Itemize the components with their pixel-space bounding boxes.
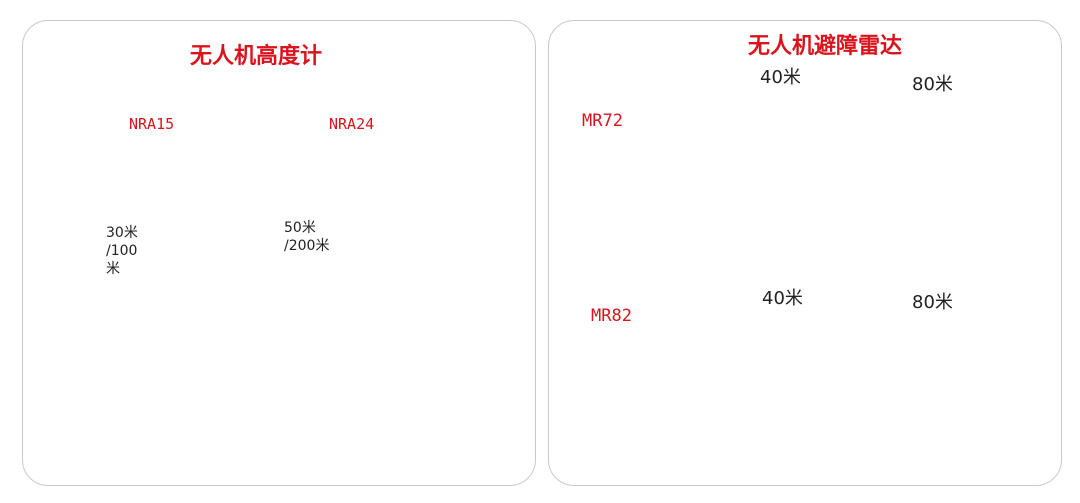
mr72-near-range: 40米: [760, 67, 801, 88]
nra24-label: NRA24: [329, 115, 375, 133]
obstacle-radar-panel: [548, 20, 1062, 486]
nra15-label: NRA15: [129, 115, 175, 133]
nra24-range-label: 50米 /200米: [284, 220, 330, 254]
altimeter-title: 无人机高度计: [190, 44, 323, 69]
mr72-far-range: 80米: [912, 74, 953, 95]
nra15-range-label: 30米 /100 米: [106, 225, 138, 277]
mr82-label: MR82: [591, 306, 632, 326]
altimeter-panel: [22, 20, 536, 486]
obstacle-radar-title: 无人机避障雷达: [748, 34, 903, 59]
mr72-label: MR72: [582, 111, 623, 131]
mr82-near-range: 40米: [762, 288, 803, 309]
mr82-far-range: 80米: [912, 292, 953, 313]
